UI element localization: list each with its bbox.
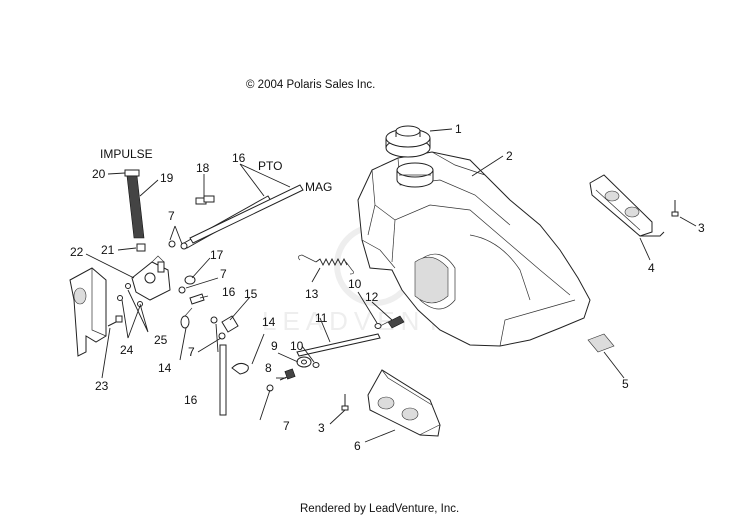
- callout-11: 11: [315, 311, 328, 325]
- vent-hose: [219, 344, 227, 416]
- fuel-tank: [357, 151, 591, 347]
- fuel-cap: [385, 125, 431, 158]
- callouts: 1 2 3 3 4 5 6 7 7 7 7 8 9 10 10 11 12 13…: [70, 122, 705, 453]
- callout-3-lower: 3: [318, 421, 325, 435]
- callout-14-right: 14: [262, 315, 276, 329]
- callout-16-lower: 16: [184, 393, 198, 407]
- callout-20: 20: [92, 167, 106, 181]
- bolt-right: [671, 200, 679, 217]
- screw: [279, 368, 296, 381]
- callout-7-d: 7: [283, 419, 290, 433]
- label-mag: MAG: [305, 180, 332, 194]
- callout-5: 5: [622, 377, 629, 391]
- rod: [296, 333, 381, 357]
- callout-16-top: 16: [232, 151, 246, 165]
- mount-bracket: [69, 267, 123, 357]
- impulse-hose: [124, 169, 145, 239]
- label-impulse: IMPULSE: [100, 147, 153, 161]
- hose-fitting: [136, 243, 146, 252]
- foam-pad: [587, 333, 615, 353]
- callout-24: 24: [120, 343, 134, 357]
- callout-18: 18: [196, 161, 210, 175]
- callout-23: 23: [95, 379, 109, 393]
- callout-14-left: 14: [158, 361, 172, 375]
- clamp: [195, 195, 215, 205]
- inline-filter: [221, 315, 239, 333]
- fuel-lines: [183, 184, 304, 249]
- callout-7-c: 7: [188, 345, 195, 359]
- fuel-neck: [396, 162, 434, 188]
- bracket-lower: [367, 369, 441, 437]
- callout-3-right: 3: [698, 221, 705, 235]
- footer-credit: Rendered by LeadVenture, Inc.: [300, 503, 459, 515]
- callout-7-a: 7: [168, 209, 175, 223]
- callout-13: 13: [305, 287, 319, 301]
- callout-17: 17: [210, 248, 224, 262]
- fuel-valve: [131, 255, 171, 301]
- leader-lines: [85, 128, 697, 443]
- hose-clamp-right: [231, 362, 249, 375]
- label-pto: PTO: [258, 159, 282, 173]
- callout-4: 4: [648, 261, 655, 275]
- callout-15: 15: [244, 287, 258, 301]
- callout-7-b: 7: [220, 267, 227, 281]
- callout-9: 9: [271, 339, 278, 353]
- bolt-lower: [341, 394, 349, 411]
- callout-19: 19: [160, 171, 174, 185]
- copyright-text: © 2004 Polaris Sales Inc.: [246, 79, 375, 91]
- callout-25: 25: [154, 333, 168, 347]
- callout-6: 6: [354, 439, 361, 453]
- callout-2: 2: [506, 149, 513, 163]
- hose-clip: [180, 307, 193, 329]
- callout-22: 22: [70, 245, 84, 259]
- spring: [298, 254, 354, 275]
- hose-clamps: [168, 240, 274, 392]
- callout-21: 21: [101, 243, 115, 257]
- callout-8: 8: [265, 361, 272, 375]
- callout-1: 1: [455, 122, 462, 136]
- callout-16-mid: 16: [222, 285, 236, 299]
- callout-12: 12: [365, 290, 379, 304]
- callout-10-a: 10: [290, 339, 304, 353]
- callout-10-b: 10: [348, 277, 362, 291]
- bracket-heat-shield: [589, 174, 665, 237]
